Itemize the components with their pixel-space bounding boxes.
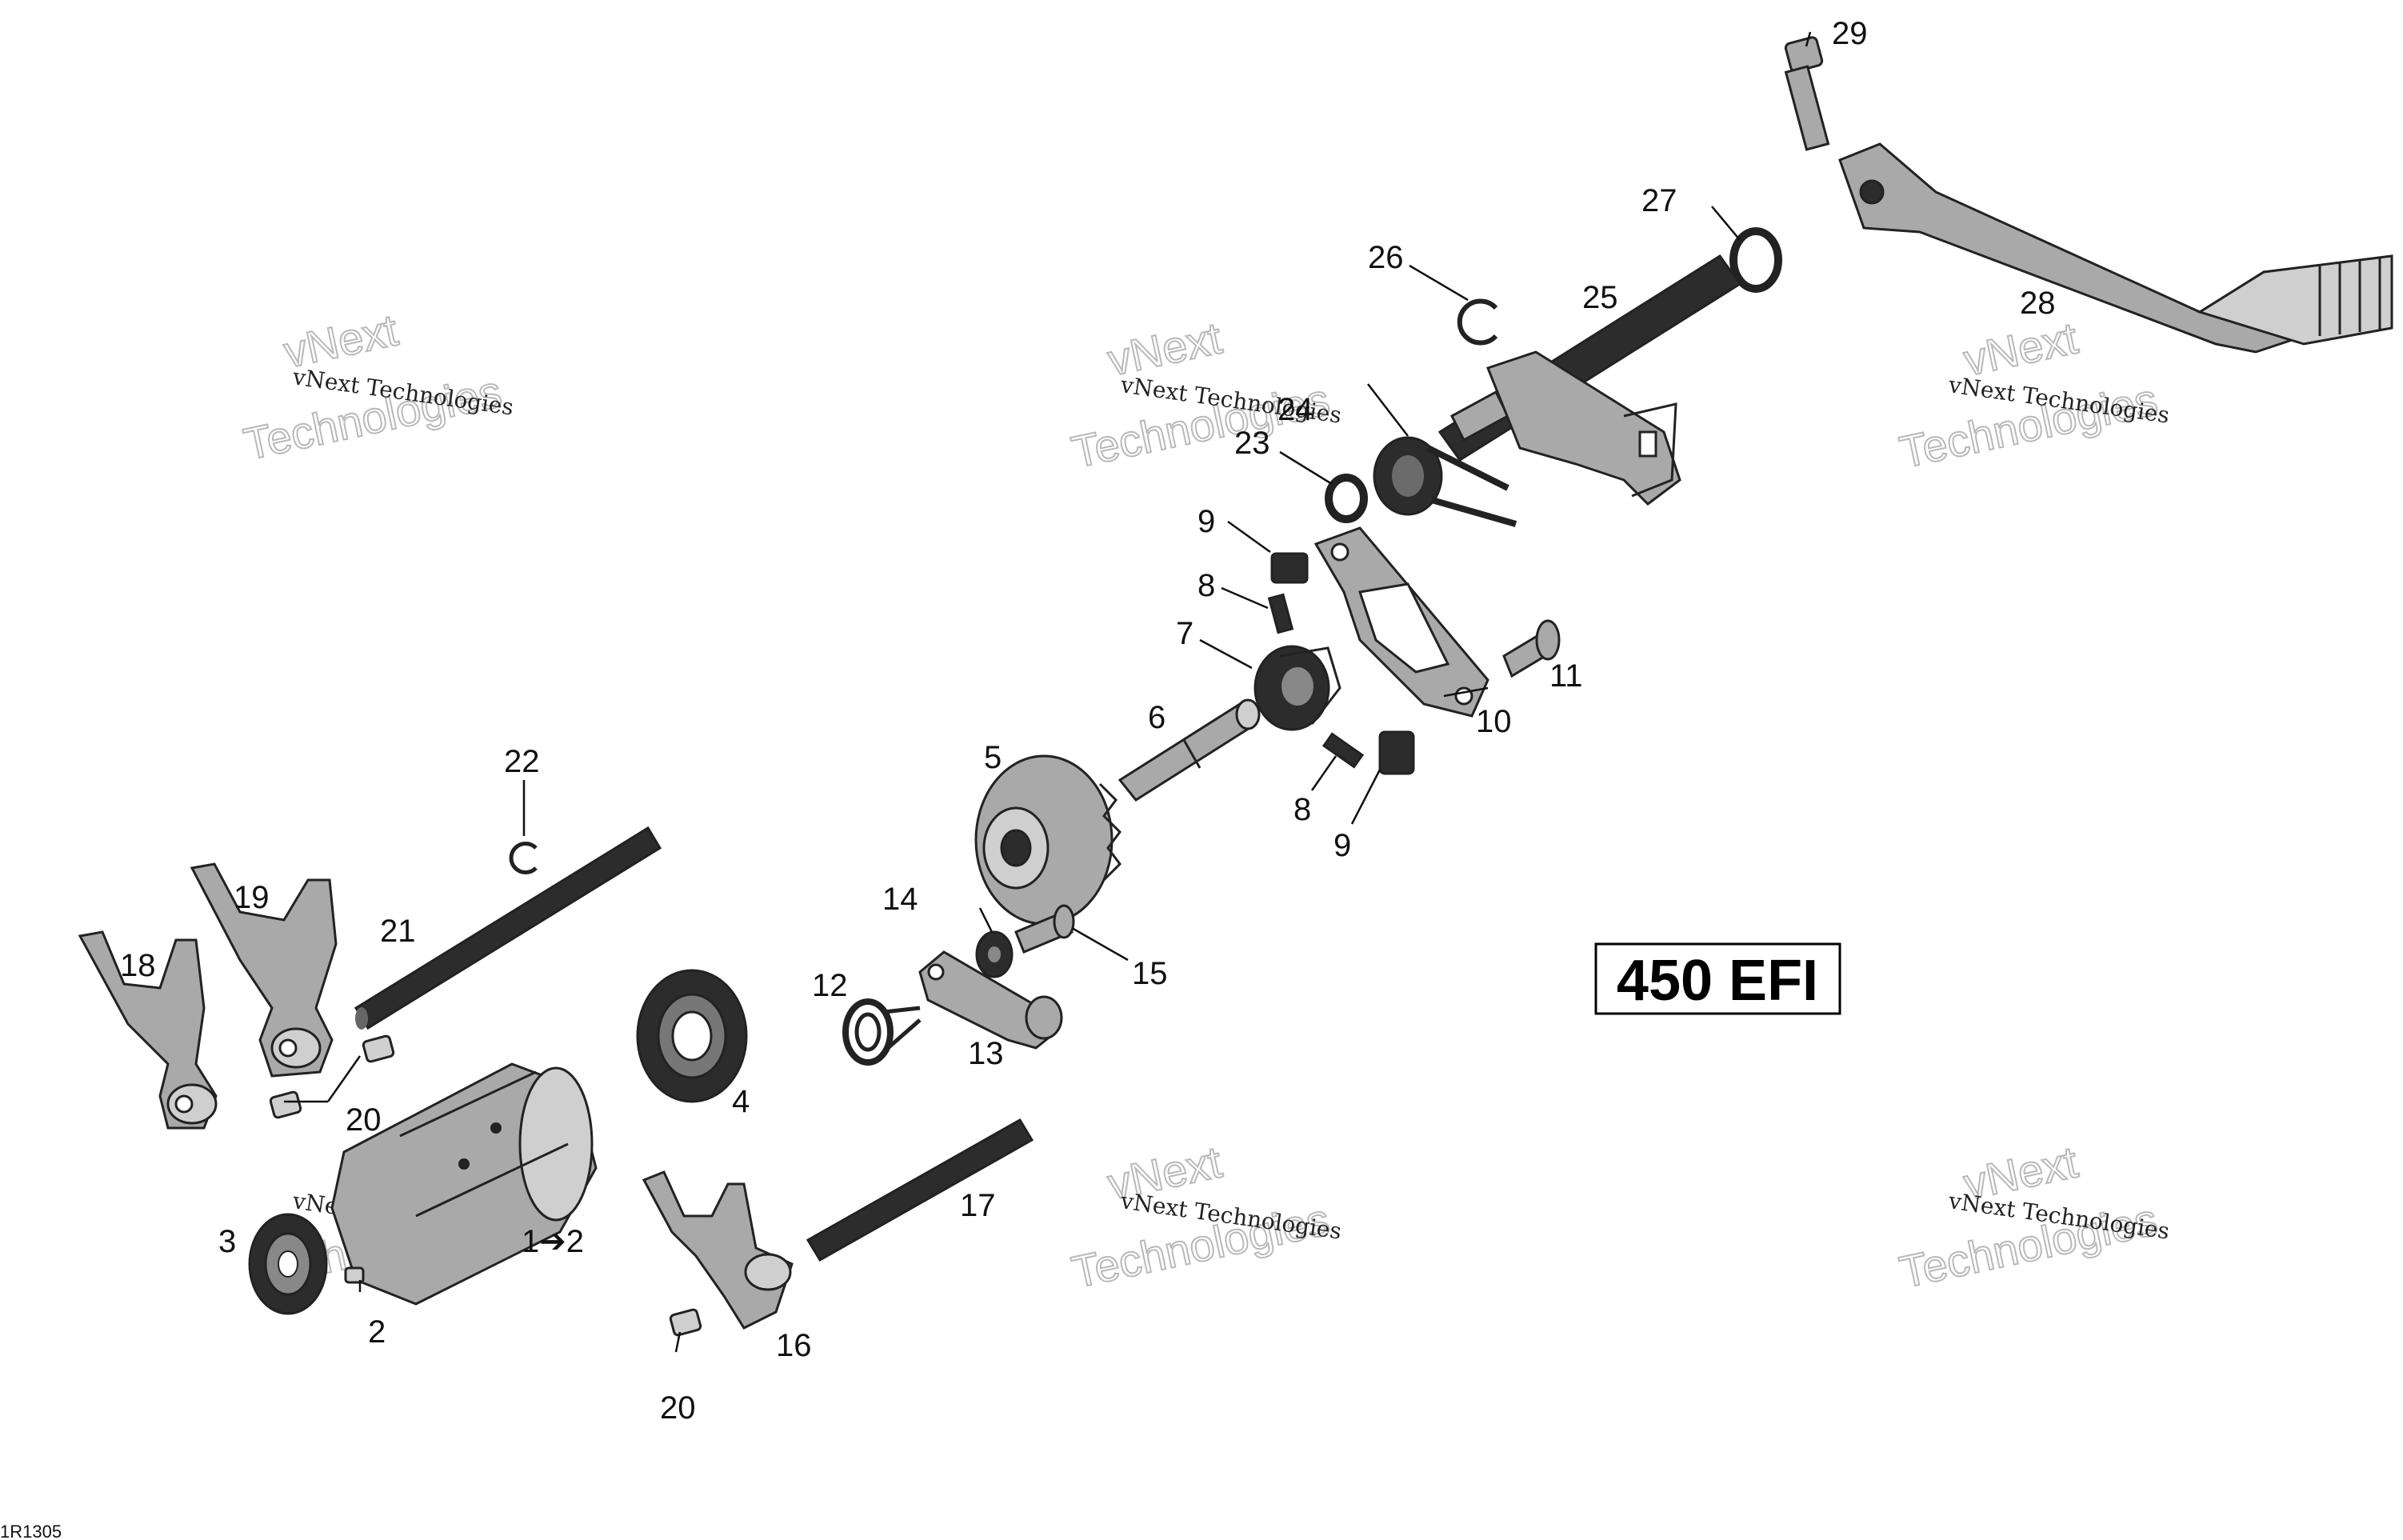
part-13-stopper-lever bbox=[918, 950, 1063, 1050]
callout-28: 28 bbox=[2020, 286, 2056, 321]
part-19-shift-fork bbox=[190, 862, 338, 1078]
part-4-bearing bbox=[636, 969, 748, 1103]
part-28-shift-lever bbox=[1838, 142, 2393, 354]
drawing-code: 1R1305 bbox=[0, 1522, 62, 1540]
part-9-top-block bbox=[1270, 552, 1309, 584]
part-27-washer bbox=[1729, 227, 1782, 293]
part-12-spring bbox=[842, 998, 922, 1066]
callout-12: 12 bbox=[812, 968, 848, 1003]
model-label-box: 450 EFI bbox=[1594, 942, 1841, 1015]
callout-20-lower: 20 bbox=[660, 1390, 696, 1426]
part-22-circlip bbox=[509, 842, 538, 874]
callout-16: 16 bbox=[776, 1328, 812, 1363]
callout-8-bottom: 8 bbox=[1293, 792, 1311, 827]
callout-3: 3 bbox=[218, 1224, 236, 1259]
watermark-top-right: vNext Technologies vNext Technologies bbox=[1894, 311, 2171, 478]
part-16-shift-fork bbox=[642, 1170, 794, 1330]
callout-9-top: 9 bbox=[1198, 504, 1215, 539]
callout-27: 27 bbox=[1641, 183, 1677, 218]
callout-9-bottom: 9 bbox=[1333, 828, 1351, 863]
watermark-top-left: vNext Technologies vNext Technologies bbox=[238, 303, 515, 470]
part-8-bottom-pin bbox=[1321, 732, 1365, 769]
watermark-bottom-center: vNext Technologies vNext Technologies bbox=[1066, 1135, 1343, 1298]
part-9-bottom-block bbox=[1378, 730, 1415, 775]
callout-23: 23 bbox=[1234, 426, 1270, 461]
watermark-bottom-right: vNext Technologies vNext Technologies bbox=[1894, 1135, 2171, 1298]
callout-labels: 29 27 28 26 25 24 23 9 8 7 6 5 8 9 10 11… bbox=[120, 16, 2056, 1426]
callout-6: 6 bbox=[1148, 700, 1166, 735]
part-shift-drum bbox=[330, 1062, 598, 1306]
callout-21: 21 bbox=[380, 914, 416, 949]
callout-17: 17 bbox=[960, 1188, 996, 1223]
part-11-screw bbox=[1502, 619, 1561, 678]
callout-7: 7 bbox=[1176, 616, 1194, 651]
part-26-circlip bbox=[1457, 298, 1498, 346]
callout-11: 11 bbox=[1549, 658, 1583, 694]
part-10-cover-plate bbox=[1313, 526, 1489, 718]
part-17-fork-shaft bbox=[806, 1118, 1034, 1262]
part-6-shaft bbox=[1118, 698, 1261, 802]
part-24-spring bbox=[1373, 436, 1517, 527]
callout-18: 18 bbox=[120, 948, 156, 983]
callout-10: 10 bbox=[1476, 704, 1512, 739]
part-29-bolt bbox=[1784, 36, 1830, 151]
shift-indicator: 1➔2 bbox=[522, 1224, 584, 1259]
callout-29: 29 bbox=[1832, 16, 1868, 51]
callout-20-upper: 20 bbox=[346, 1102, 382, 1138]
part-18-shift-fork bbox=[78, 930, 218, 1130]
part-3-bearing bbox=[248, 1213, 328, 1315]
callout-19: 19 bbox=[234, 880, 270, 915]
callout-4: 4 bbox=[732, 1084, 750, 1119]
part-20-pins-upper bbox=[269, 1034, 395, 1119]
part-8-top-pin bbox=[1267, 593, 1294, 634]
part-25-shift-shaft bbox=[1437, 254, 1742, 506]
part-15-screw bbox=[1014, 904, 1075, 954]
callout-22: 22 bbox=[504, 744, 540, 779]
part-7-ratchet bbox=[1253, 645, 1341, 731]
leader-lines bbox=[284, 31, 1812, 1353]
callout-8-top: 8 bbox=[1198, 568, 1215, 603]
part-21-fork-shaft bbox=[354, 826, 662, 1030]
callout-2: 2 bbox=[368, 1314, 386, 1350]
callout-14: 14 bbox=[882, 882, 918, 917]
callout-24: 24 bbox=[1277, 392, 1313, 427]
part-14-roller bbox=[975, 930, 1014, 978]
callout-15: 15 bbox=[1132, 956, 1168, 991]
model-label: 450 EFI bbox=[1617, 949, 1818, 1013]
part-20-pin-lower bbox=[669, 1308, 702, 1337]
part-23-washer bbox=[1325, 474, 1368, 523]
callout-5: 5 bbox=[984, 740, 1002, 775]
part-2-pin bbox=[344, 1266, 365, 1284]
callout-26: 26 bbox=[1368, 240, 1404, 275]
callout-13: 13 bbox=[968, 1036, 1004, 1071]
callout-25: 25 bbox=[1582, 280, 1618, 315]
part-5-shift-cam bbox=[974, 754, 1122, 926]
